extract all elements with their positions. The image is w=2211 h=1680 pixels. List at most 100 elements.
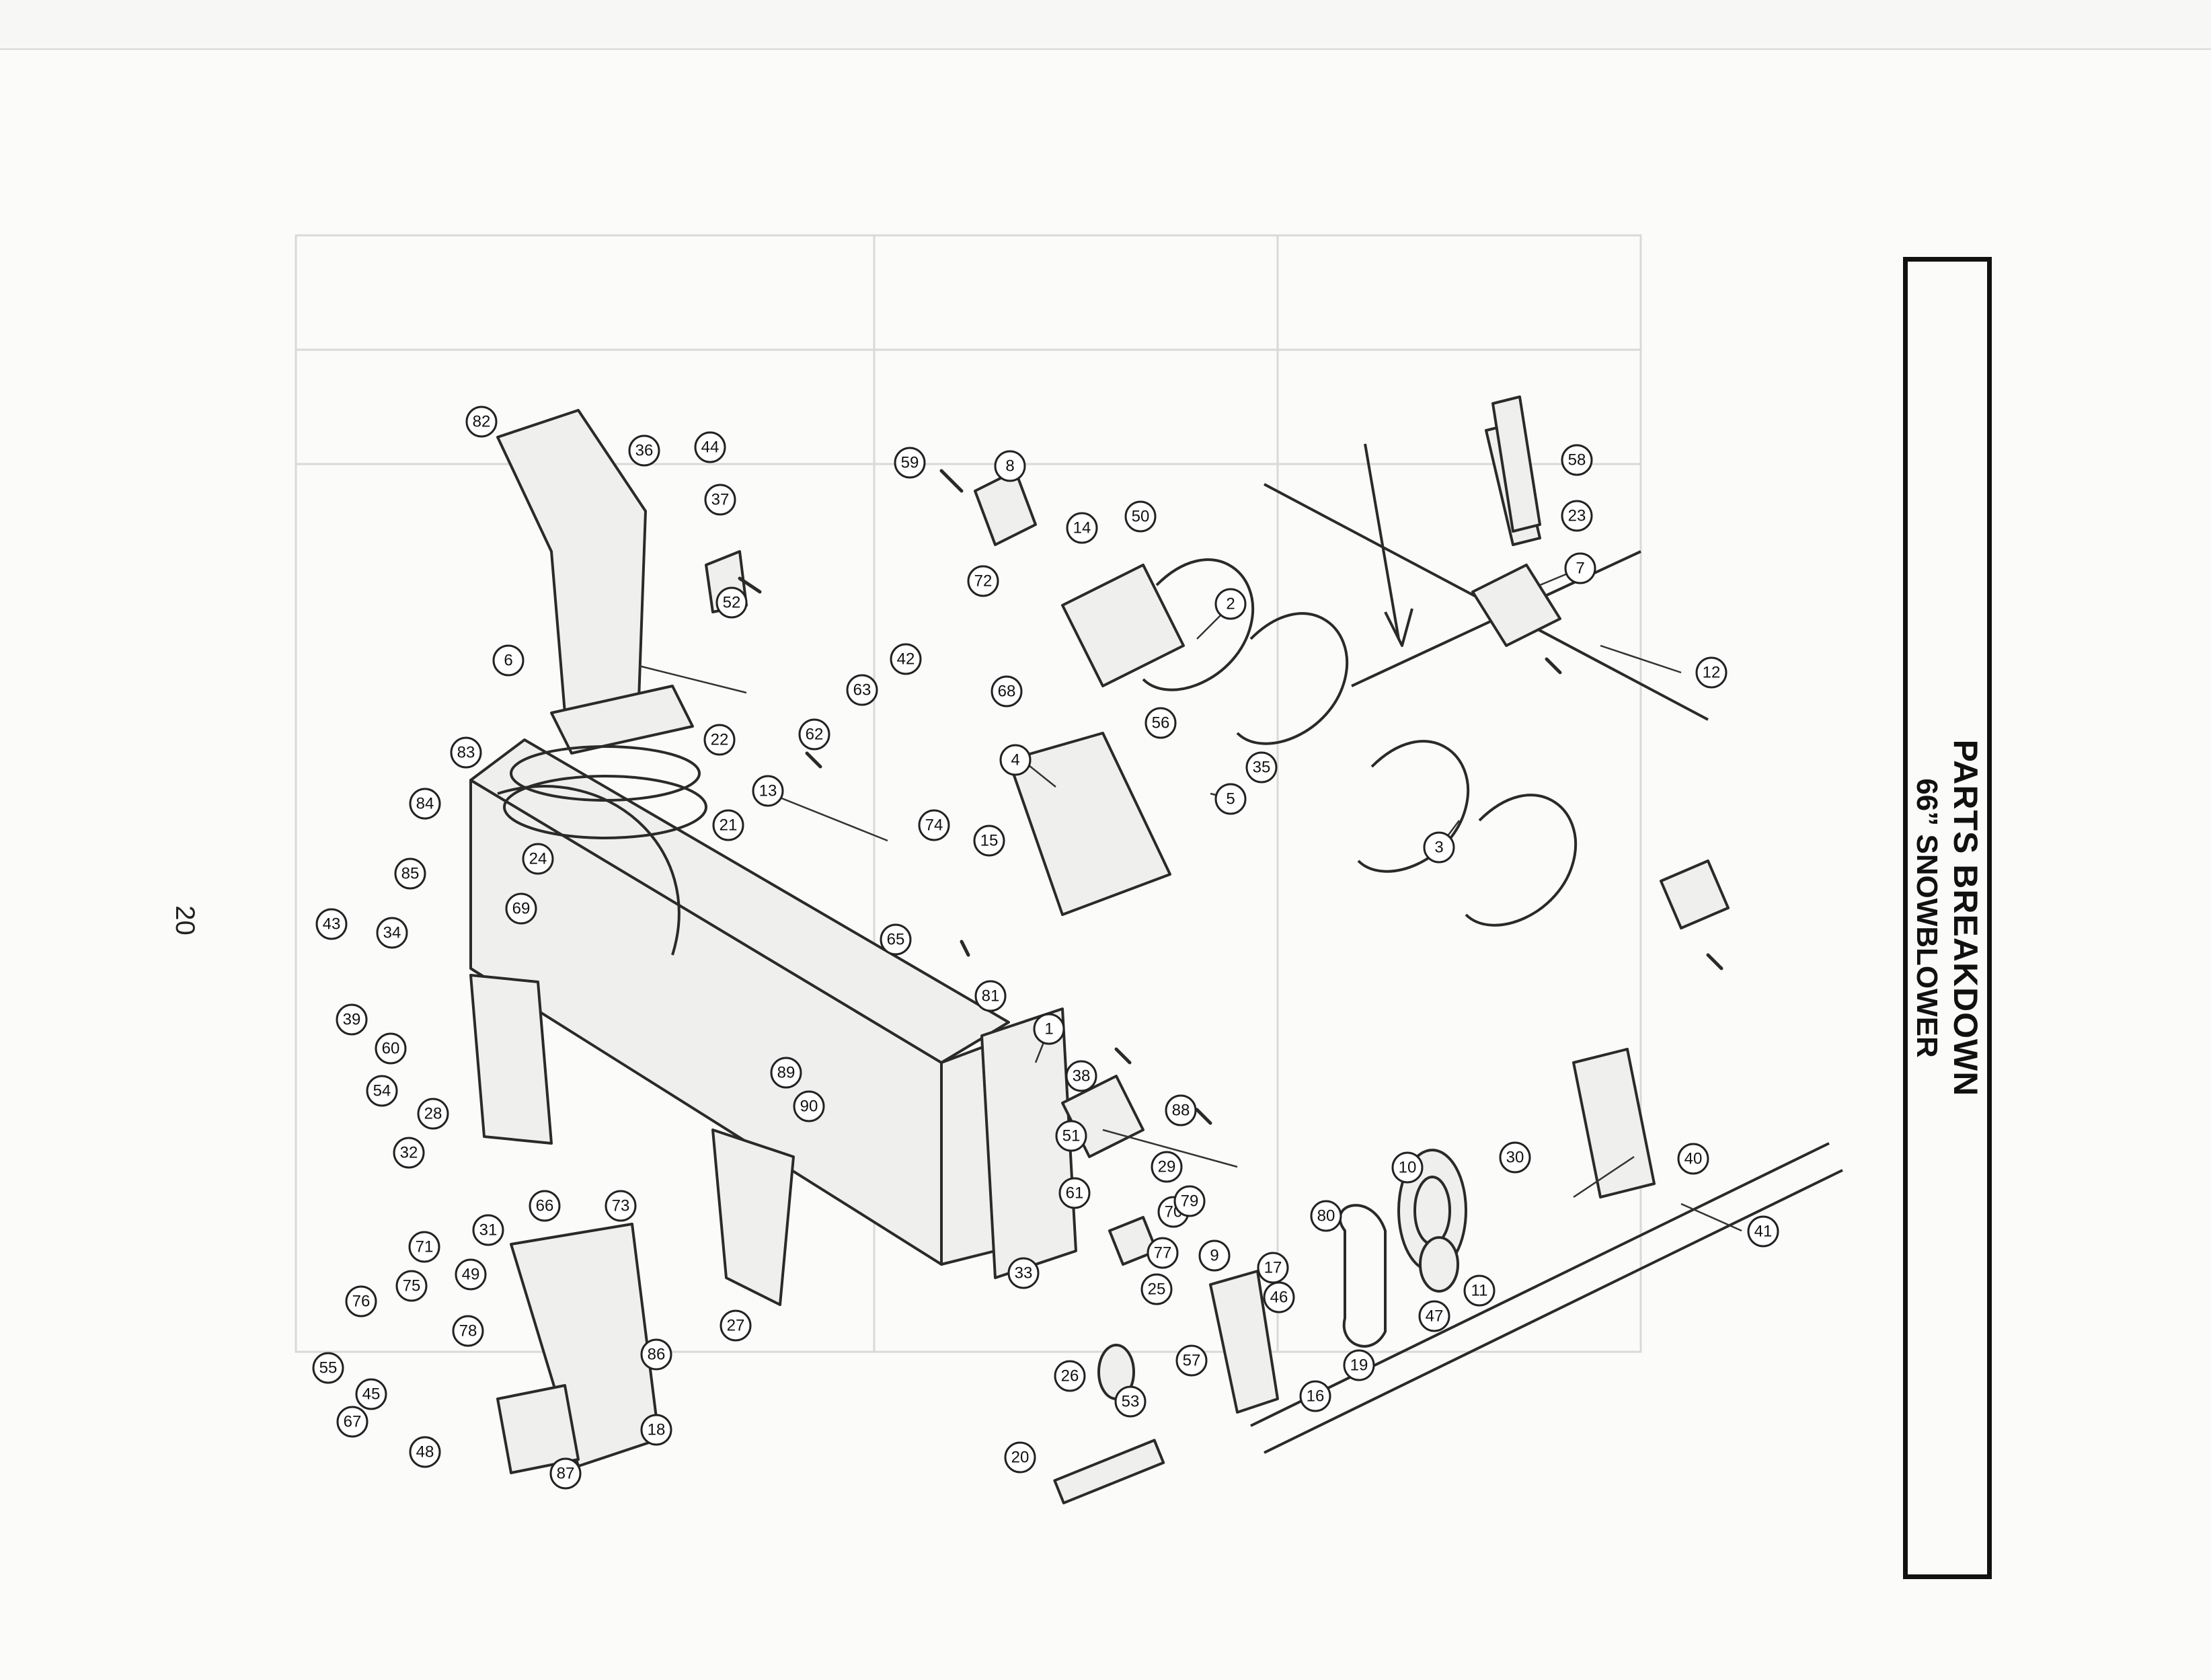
callout-42: 42 xyxy=(890,643,922,675)
callout-label: 77 xyxy=(1154,1244,1172,1262)
bleed-through-table xyxy=(295,234,1642,1353)
callout-29: 29 xyxy=(1151,1151,1183,1183)
callout-circle xyxy=(1004,1441,1036,1474)
callout-label: 21 xyxy=(720,816,738,835)
callout-20: 20 xyxy=(1004,1441,1036,1474)
callout-label: 30 xyxy=(1506,1149,1524,1167)
callout-label: 14 xyxy=(1073,519,1091,537)
callout-circle xyxy=(712,809,744,841)
callout-51: 51 xyxy=(1055,1120,1087,1152)
callout-circle xyxy=(720,1309,752,1342)
callout-46: 46 xyxy=(1263,1281,1295,1313)
callout-label: 11 xyxy=(1471,1282,1488,1300)
callout-circle xyxy=(880,923,912,956)
callout-52: 52 xyxy=(715,586,748,619)
callout-label: 43 xyxy=(323,915,341,933)
callout-14: 14 xyxy=(1066,512,1098,544)
callout-circle xyxy=(315,908,348,940)
belt-drive xyxy=(1338,1048,1656,1348)
callout-9: 9 xyxy=(1198,1239,1231,1272)
callout-circle xyxy=(1299,1380,1331,1412)
callout-65: 65 xyxy=(880,923,912,956)
callout-circle xyxy=(1263,1281,1295,1313)
callout-label: 56 xyxy=(1152,714,1170,732)
callout-78: 78 xyxy=(452,1315,484,1347)
callout-circle xyxy=(395,1270,428,1302)
callout-41: 41 xyxy=(1747,1215,1779,1248)
callout-80: 80 xyxy=(1310,1200,1342,1232)
callout-label: 4 xyxy=(1011,751,1019,769)
callout-81: 81 xyxy=(974,980,1007,1012)
callout-4: 4 xyxy=(999,744,1032,776)
callout-32: 32 xyxy=(393,1137,425,1169)
callout-circle xyxy=(999,744,1032,776)
callout-label: 24 xyxy=(529,850,547,868)
callout-54: 54 xyxy=(366,1075,398,1107)
callout-circle xyxy=(1564,552,1596,584)
fasteners xyxy=(738,469,1723,1125)
callout-circle xyxy=(417,1098,449,1130)
callout-label: 16 xyxy=(1307,1387,1325,1406)
callout-circle xyxy=(770,1057,802,1089)
callout-circle xyxy=(1423,831,1455,864)
callout-circle xyxy=(393,1137,425,1169)
callout-74: 74 xyxy=(918,809,950,841)
callout-circle xyxy=(704,484,736,516)
callout-17: 17 xyxy=(1257,1252,1289,1284)
callout-label: 20 xyxy=(1011,1449,1030,1467)
callout-25: 25 xyxy=(1140,1273,1173,1305)
callout-circle xyxy=(394,857,426,890)
callout-label: 51 xyxy=(1062,1127,1081,1145)
callout-circle xyxy=(1151,1151,1183,1183)
callout-circle xyxy=(1066,512,1098,544)
callout-label: 12 xyxy=(1703,664,1721,682)
callout-circle xyxy=(1214,783,1247,815)
callout-label: 25 xyxy=(1148,1281,1166,1299)
callout-label: 58 xyxy=(1568,451,1586,469)
callout-43: 43 xyxy=(315,908,348,940)
callout-circle xyxy=(798,718,830,751)
callout-16: 16 xyxy=(1299,1380,1331,1412)
callout-11: 11 xyxy=(1463,1274,1496,1307)
callout-circle xyxy=(1054,1360,1086,1392)
title-box: PARTS BREAKDOWN 66” SNOWBLOWER xyxy=(1903,257,1992,1579)
callout-circle xyxy=(1747,1215,1779,1248)
callout-62: 62 xyxy=(798,718,830,751)
callout-label: 34 xyxy=(383,924,401,942)
callout-label: 41 xyxy=(1754,1223,1773,1241)
callout-79: 79 xyxy=(1173,1185,1206,1217)
callout-2: 2 xyxy=(1214,588,1247,620)
callout-label: 47 xyxy=(1426,1307,1444,1326)
callout-label: 17 xyxy=(1264,1259,1282,1277)
callout-circle xyxy=(628,434,660,467)
callout-circle xyxy=(1561,500,1593,532)
callout-label: 44 xyxy=(701,438,720,457)
callout-label: 37 xyxy=(711,491,730,509)
callout-39: 39 xyxy=(336,1003,368,1036)
callout-label: 68 xyxy=(998,683,1016,701)
callout-circle xyxy=(450,736,482,769)
callout-label: 32 xyxy=(400,1144,418,1162)
callout-76: 76 xyxy=(345,1285,377,1318)
callout-circle xyxy=(452,1315,484,1347)
callout-circle xyxy=(1114,1385,1147,1418)
callout-label: 85 xyxy=(401,865,420,883)
callout-label: 29 xyxy=(1158,1158,1176,1176)
callout-circle xyxy=(472,1214,504,1246)
callout-circle xyxy=(1058,1177,1091,1209)
callout-48: 48 xyxy=(409,1436,441,1468)
callout-circle xyxy=(505,892,537,925)
callout-circle xyxy=(529,1190,561,1222)
callout-label: 35 xyxy=(1253,759,1271,777)
callout-circle xyxy=(336,1003,368,1036)
callout-label: 42 xyxy=(897,650,915,669)
callout-10: 10 xyxy=(1391,1151,1424,1184)
callout-label: 23 xyxy=(1568,507,1586,525)
callout-label: 74 xyxy=(925,816,943,835)
callout-27: 27 xyxy=(720,1309,752,1342)
callout-circle xyxy=(1561,444,1593,476)
callout-label: 73 xyxy=(612,1197,630,1215)
callout-label: 75 xyxy=(403,1277,421,1295)
callout-circle xyxy=(793,1090,825,1122)
page-subtitle: 66” SNOWBLOWER xyxy=(1910,778,1943,1058)
